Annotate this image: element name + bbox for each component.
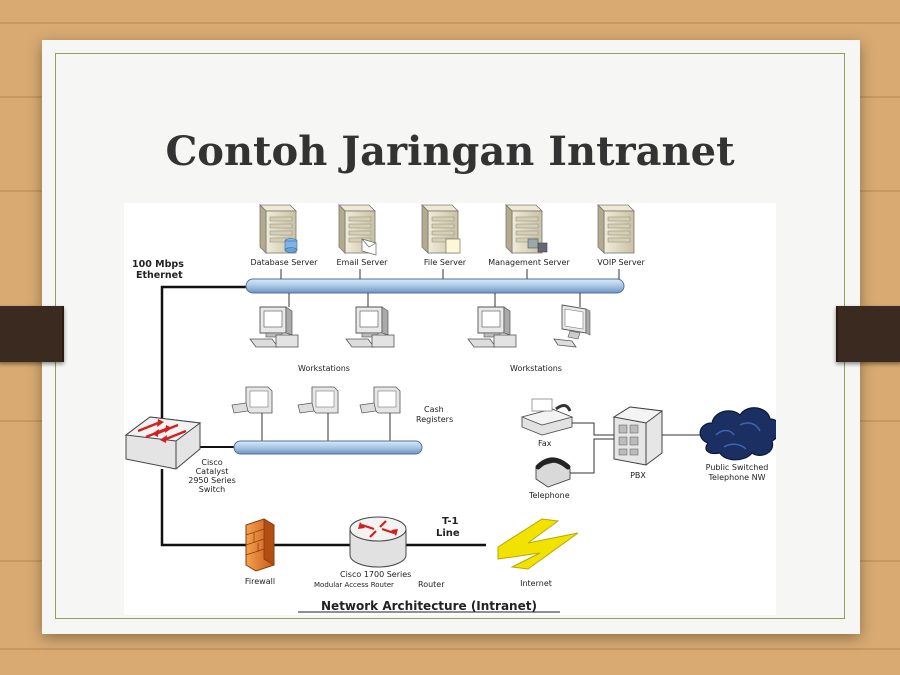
t1-label-line2: Line	[436, 528, 460, 539]
server-label-voip: VOIP Server	[597, 258, 645, 267]
router-label-line2b: Router	[418, 580, 445, 589]
router-label-line1: Cisco 1700 Series	[340, 570, 411, 579]
monitor-icon	[553, 304, 591, 348]
server-label-management: Management Server	[488, 258, 570, 267]
ethernet-bus-cash-registers	[233, 440, 423, 455]
cash-register-icon	[297, 386, 339, 414]
workstation-icon	[467, 306, 517, 348]
pbx-label: PBX	[630, 471, 646, 480]
trunk-line-bottom	[160, 469, 246, 547]
router-icon	[349, 516, 407, 568]
switch-label-line2: Catalyst	[196, 467, 229, 476]
network-diagram: 100 Mbps Ethernet	[124, 203, 776, 615]
cloud-icon	[699, 407, 776, 461]
network-diagram-svg: 100 Mbps Ethernet	[124, 204, 776, 613]
cash-registers-label-line1: Cash	[424, 405, 444, 414]
server-label-file: File Server	[424, 258, 467, 267]
server-label-database: Database Server	[251, 258, 319, 267]
email-server-icon	[338, 204, 377, 256]
cash-registers-label-line2: Registers	[416, 415, 453, 424]
binder-clip-right	[836, 306, 900, 362]
ethernet-label-line2: Ethernet	[136, 270, 183, 281]
telephone-label: Telephone	[528, 491, 570, 500]
slide-title: Contoh Jaringan Intranet	[165, 128, 735, 175]
file-server-icon	[421, 204, 461, 254]
pstn-label-line1: Public Switched	[706, 463, 769, 472]
fax-icon	[520, 398, 574, 436]
firewall-icon	[245, 518, 275, 572]
voip-server-icon	[597, 204, 635, 254]
switch-label-line3: 2950 Series	[188, 476, 236, 485]
switch-label-line1: Cisco	[201, 458, 222, 467]
workstations-right-label: Workstations	[510, 364, 562, 373]
ethernet-label-line1: 100 Mbps	[132, 259, 184, 270]
database-server-icon	[259, 204, 298, 254]
workstation-icon	[249, 306, 299, 348]
internet-label: Internet	[520, 579, 552, 588]
binder-clip-left	[0, 306, 64, 362]
firewall-label: Firewall	[245, 577, 275, 586]
ethernet-bus-top	[245, 278, 625, 294]
router-label-line2: Modular Access Router	[314, 581, 394, 589]
server-label-email: Email Server	[337, 258, 389, 267]
internet-lightning-icon	[497, 518, 579, 570]
cash-register-icon	[359, 386, 401, 414]
workstations-left-label: Workstations	[298, 364, 350, 373]
t1-label-line1: T-1	[442, 516, 459, 527]
cash-register-icon	[231, 386, 273, 414]
fax-label: Fax	[538, 439, 552, 448]
diagram-caption: Network Architecture (Intranet)	[321, 599, 537, 613]
pstn-label-line2: Telephone NW	[707, 473, 765, 482]
pbx-icon	[612, 406, 664, 466]
telephone-icon	[535, 457, 571, 488]
switch-icon	[124, 416, 202, 470]
workstation-icon	[345, 306, 395, 348]
switch-label-line4: Switch	[199, 485, 225, 494]
trunk-line-top	[160, 285, 248, 425]
management-server-icon	[505, 204, 548, 254]
